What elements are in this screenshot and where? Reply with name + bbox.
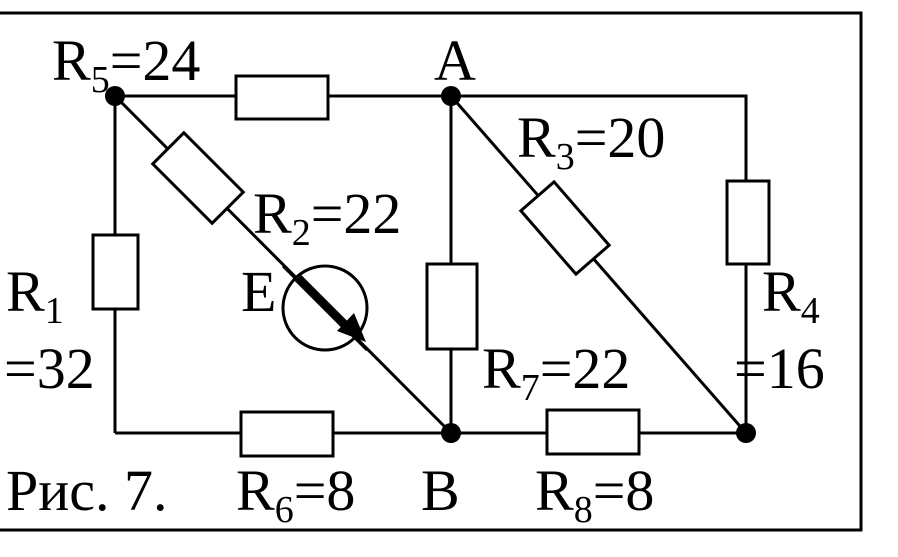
emf-arrow-head xyxy=(337,313,366,342)
label-r1: R1 xyxy=(6,259,64,332)
emf-source xyxy=(281,264,369,352)
wire-top-right xyxy=(451,94,748,433)
resistor-r7 xyxy=(425,262,479,351)
label-r6: R6=8 xyxy=(236,458,355,531)
label-r3: R3=20 xyxy=(517,105,665,178)
resistors xyxy=(91,74,771,458)
label-r4: R4 xyxy=(762,259,820,332)
labels: R5=24 A R3=20 R2=22 R1 =32 E R4 =16 R7=2… xyxy=(4,28,825,531)
wire-diagonal-left xyxy=(113,94,453,435)
resistor-r8 xyxy=(545,408,641,456)
label-r1-value: =32 xyxy=(4,336,95,401)
label-r7: R7=22 xyxy=(482,336,630,409)
resistor-r3 xyxy=(518,179,612,277)
figure-caption: Рис. 7. xyxy=(6,458,168,523)
label-r4-value: =16 xyxy=(734,336,825,401)
label-r8: R8=8 xyxy=(535,458,654,531)
node-a xyxy=(441,86,461,106)
node-bottom-right xyxy=(736,423,756,443)
label-node-a: A xyxy=(434,28,476,93)
label-node-b: B xyxy=(421,458,460,523)
nodes xyxy=(105,86,756,443)
resistor-r5 xyxy=(234,74,330,121)
label-r2: R2=22 xyxy=(253,181,401,254)
resistor-r1 xyxy=(91,233,140,311)
node-b xyxy=(441,423,461,443)
resistor-r6 xyxy=(239,410,335,458)
label-r5: R5=24 xyxy=(52,28,200,101)
frame xyxy=(0,11,863,532)
node-top-left xyxy=(105,86,125,106)
resistor-r2 xyxy=(150,130,246,226)
emf-arrow-shaft xyxy=(294,274,354,334)
wire-diagonal-right xyxy=(449,95,748,434)
label-emf-e: E xyxy=(241,259,276,324)
resistor-r4 xyxy=(725,179,771,266)
